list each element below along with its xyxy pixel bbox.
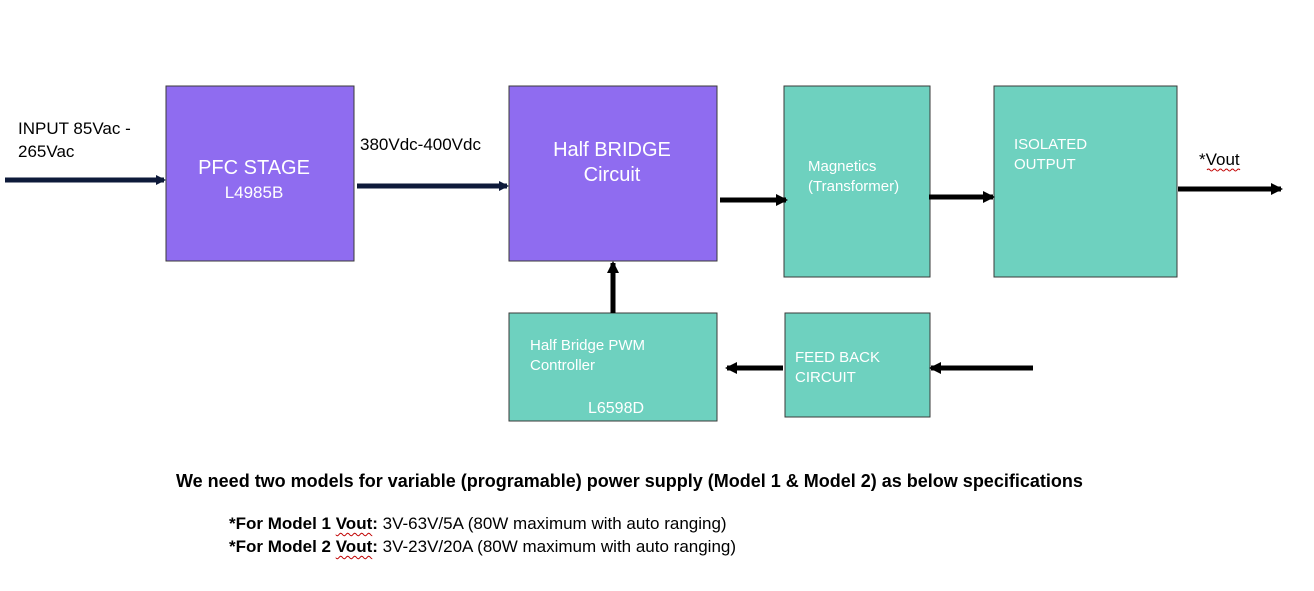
input-voltage-label: INPUT 85Vac - <box>18 119 131 138</box>
model2-spec-text: 3V-23V/20A (80W maximum with auto rangin… <box>377 537 737 556</box>
magnetics-block <box>783 85 931 278</box>
feedback-label: FEED BACK <box>795 349 880 366</box>
model1-spec-line: *For Model 1 Vout: 3V-63V/5A (80W maximu… <box>229 514 727 534</box>
transformer-label: (Transformer) <box>808 178 899 195</box>
dc-bus-label: 380Vdc-400Vdc <box>360 135 481 154</box>
model1-spec-text: 3V-63V/5A (80W maximum with auto ranging… <box>377 514 727 533</box>
model2-label-prefix: *For Model 2 <box>229 537 336 556</box>
feedback-circuit-block <box>784 312 931 418</box>
isolated-output-block <box>993 85 1178 278</box>
pwm-controller-sub-label: Controller <box>530 357 595 374</box>
pwm-controller-label: Half Bridge PWM <box>530 337 645 354</box>
half-bridge-sub-label: Circuit <box>584 164 641 186</box>
half-bridge-block <box>508 85 718 262</box>
model1-label: *For Model 1 Vout: <box>229 514 378 533</box>
pfc-stage-label: PFC STAGE <box>198 157 310 179</box>
feedback-sub-label: CIRCUIT <box>795 369 856 386</box>
model1-label-vout: Vout <box>335 514 373 533</box>
model1-label-prefix: *For Model 1 <box>229 514 336 533</box>
isolated-label: ISOLATED <box>1014 136 1087 153</box>
pfc-part-label: L4985B <box>225 183 284 202</box>
half-bridge-label: Half BRIDGE <box>553 139 671 161</box>
model2-label: *For Model 2 Vout: <box>229 537 378 556</box>
specification-title: We need two models for variable (program… <box>176 471 1083 491</box>
magnetics-label: Magnetics <box>808 158 876 175</box>
model2-spec-line: *For Model 2 Vout: 3V-23V/20A (80W maxim… <box>229 537 736 557</box>
output-label: OUTPUT <box>1014 156 1076 173</box>
pfc-stage-block <box>165 85 355 262</box>
vout-spell-squiggle <box>1206 168 1241 172</box>
vout-label: *Vout <box>1199 150 1240 169</box>
model2-label-vout: Vout <box>335 537 373 556</box>
model1-label-colon: : <box>372 514 378 533</box>
model2-label-colon: : <box>372 537 378 556</box>
pwm-part-label: L6598D <box>588 400 644 417</box>
input-voltage-label-2: 265Vac <box>18 142 75 161</box>
pwm-controller-block <box>508 312 718 422</box>
